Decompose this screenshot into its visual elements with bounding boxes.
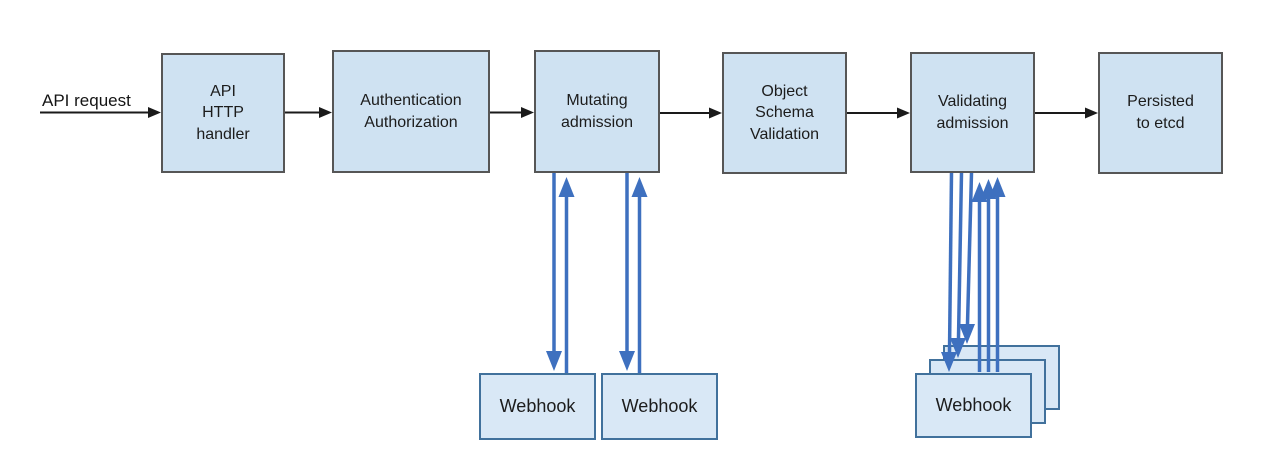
- validating-webhook-response-arrow-2: [980, 179, 997, 372]
- validating-webhook-request-arrow-3: [959, 172, 975, 344]
- validating-webhook-response-arrow-3: [989, 177, 1006, 372]
- flow-arrow-validating-to-etcd: [1035, 107, 1098, 119]
- node-mutating-webhook-2: Webhook: [601, 373, 718, 440]
- api-request-arrow: [40, 107, 161, 118]
- node-object-schema-validation: Object Schema Validation: [722, 52, 847, 174]
- mutating-webhook1-response-arrow: [558, 177, 575, 373]
- node-persisted-to-etcd-label: Persisted to etcd: [1127, 93, 1194, 132]
- node-authentication-authorization: Authentication Authorization: [332, 50, 490, 173]
- node-mutating-webhook-2-label: Webhook: [621, 395, 698, 416]
- mutating-webhook1-request-arrow: [546, 173, 562, 371]
- node-mutating-admission: Mutating admission: [534, 50, 660, 173]
- flow-arrow-mutating-to-schema: [660, 107, 722, 119]
- validating-webhook-response-arrow-1: [971, 182, 988, 372]
- flow-arrow-schema-to-validating: [847, 107, 910, 119]
- node-api-http-handler-label: API HTTP handler: [196, 82, 250, 143]
- node-mutating-admission-label: Mutating admission: [560, 91, 634, 131]
- mutating-webhook2-request-arrow: [619, 173, 635, 371]
- node-validating-admission-label: Validating admission: [936, 92, 1009, 132]
- node-validating-webhook-front: Webhook: [915, 373, 1032, 438]
- node-validating-admission: Validating admission: [910, 52, 1035, 173]
- flow-arrow-auth-to-mutating: [490, 107, 534, 118]
- node-validating-webhook-front-label: Webhook: [935, 394, 1012, 415]
- mutating-webhook2-response-arrow: [631, 177, 648, 373]
- node-object-schema-validation-label: Object Schema Validation: [749, 82, 820, 143]
- validating-webhook-request-arrow-1: [941, 172, 957, 372]
- flow-arrow-handler-to-auth: [285, 107, 332, 118]
- node-mutating-webhook-1-label: Webhook: [499, 395, 576, 416]
- node-persisted-to-etcd: Persisted to etcd: [1098, 52, 1223, 174]
- validating-webhook-request-arrow-2: [950, 172, 966, 358]
- node-api-http-handler: API HTTP handler: [161, 53, 285, 173]
- node-mutating-webhook-1: Webhook: [479, 373, 596, 440]
- node-authentication-authorization-label: Authentication Authorization: [360, 91, 462, 131]
- api-request-label: API request: [42, 91, 131, 110]
